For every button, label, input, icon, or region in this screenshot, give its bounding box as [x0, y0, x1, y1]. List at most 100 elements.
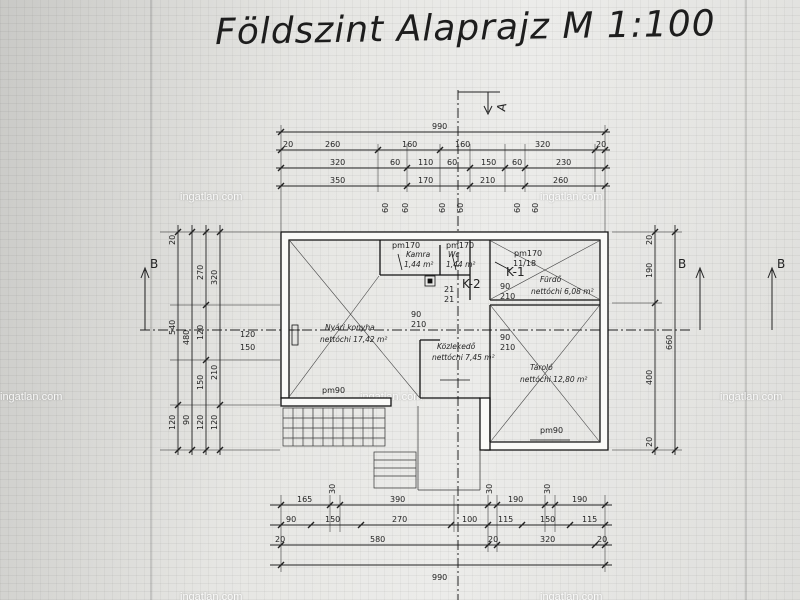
door-h-b: 210: [500, 292, 515, 301]
section-a-label: A: [494, 101, 509, 112]
dim-top-r2-1: 60: [390, 158, 400, 167]
dim-bot-r1-4: 190: [508, 495, 523, 504]
room-kamra-name: Kamra: [406, 250, 431, 259]
dim-bot-r1-5: 30: [543, 484, 552, 494]
dim-left-inner-0: 270: [196, 265, 205, 280]
wc-sub: 11/18: [513, 259, 536, 268]
dim-win-3: 60: [456, 203, 465, 213]
dim-top-r3-2: 210: [480, 176, 495, 185]
paper-fold: [745, 0, 747, 600]
dim-top-r2-6: 230: [556, 158, 571, 167]
watermark: ingatlan.com: [540, 191, 603, 203]
dim-bot-r2-6: 115: [582, 515, 597, 524]
dim-top-r3-1: 170: [418, 176, 433, 185]
watermark: ingatlan.com: [540, 591, 603, 600]
dim-top-r1-0: 20: [283, 140, 293, 149]
room-nyari-name: Nyári konyha: [325, 323, 375, 332]
dim-right-1: 190: [645, 263, 654, 278]
dim-right-2: 660: [665, 335, 674, 350]
dim-top-r3-3: 260: [553, 176, 568, 185]
section-b-label-far: B: [777, 257, 785, 271]
pm90-nyari: pm90: [322, 386, 345, 395]
dim-left-outer-2: 120: [168, 415, 177, 430]
section-k2-label: K-2: [462, 277, 481, 291]
dim-bot-r1-2: 390: [390, 495, 405, 504]
room-furdo-area: nettóchi 6,08 m²: [531, 287, 594, 296]
dim-left-inner-1: 120: [196, 325, 205, 340]
dim-left-label-0: 120: [240, 330, 255, 339]
dim-top-r2-2: 110: [418, 158, 433, 167]
dim-win-2: 60: [438, 203, 447, 213]
dim-top-r1-4: 320: [535, 140, 550, 149]
watermark: ingatlan.com: [0, 391, 63, 403]
dim-top-r2-5: 60: [512, 158, 522, 167]
dim-left-label-1: 150: [240, 343, 255, 352]
room-nyari-area: nettóchi 17,42 m²: [320, 335, 387, 344]
dim-left-inner-3: 120: [196, 415, 205, 430]
dim-win-5: 60: [531, 203, 540, 213]
room-tarolo-area: nettóchi 12,80 m²: [520, 375, 587, 384]
dim-bot-r3-3: 320: [540, 535, 555, 544]
section-k1-label: K-1: [506, 265, 525, 279]
dim-bot-r2-5: 150: [540, 515, 555, 524]
dim-left-outer-1: 540: [168, 320, 177, 335]
watermark: ingatlan.com: [720, 391, 783, 403]
dim-top-r3-0: 350: [330, 176, 345, 185]
dim-bot-r3-1: 580: [370, 535, 385, 544]
dim-bot-r2-0: 90: [286, 515, 296, 524]
door-21-b: 21: [444, 295, 454, 304]
room-wc-area: 1,44 m²: [446, 260, 475, 269]
dim-bot-r2-1: 150: [325, 515, 340, 524]
section-b-label-right: B: [678, 257, 686, 271]
dim-left-innermost-2: 120: [210, 415, 219, 430]
dim-top-r1-3: 160: [455, 140, 470, 149]
dim-right-4: 20: [645, 437, 654, 447]
room-kozlekedo-name: Közlekedő: [437, 342, 476, 351]
dim-left-mid-1: 90: [182, 415, 191, 425]
dim-top-r1-2: 160: [402, 140, 417, 149]
dim-top-r1-1: 260: [325, 140, 340, 149]
pm-wc: pm170: [446, 241, 474, 250]
watermark: ingatlan.com: [180, 191, 243, 203]
dim-top-r2-3: 60: [447, 158, 457, 167]
dim-bot-r3-0: 20: [275, 535, 285, 544]
watermark: ingatlan.com: [180, 591, 243, 600]
dim-bot-r3-2: 20: [488, 535, 498, 544]
dim-bot-total: 990: [432, 573, 447, 582]
dim-bot-r1-6: 190: [572, 495, 587, 504]
dim-bot-r1-0: 165: [297, 495, 312, 504]
dim-left-inner-2: 150: [196, 375, 205, 390]
dim-bot-r1-1: 30: [328, 484, 337, 494]
dim-bot-r2-4: 115: [498, 515, 513, 524]
door-h-a: 210: [411, 320, 426, 329]
door-21-a: 21: [444, 285, 454, 294]
room-wc-name: Wc: [448, 250, 460, 259]
dim-win-1: 60: [401, 203, 410, 213]
dim-bot-r1-3: 30: [485, 484, 494, 494]
dim-right-0: 20: [645, 235, 654, 245]
paper-fold: [150, 0, 152, 600]
room-furdo-name: Fürdő: [540, 275, 562, 284]
dim-top-r2-4: 150: [481, 158, 496, 167]
dim-left-innermost-1: 210: [210, 365, 219, 380]
dim-bot-r3-4: 20: [597, 535, 607, 544]
dim-win-4: 60: [513, 203, 522, 213]
dim-win-0: 60: [381, 203, 390, 213]
dim-left-outer-0: 20: [168, 235, 177, 245]
dim-top-r1-5: 20: [596, 140, 606, 149]
room-kozlekedo-area: nettóchi 7,45 m²: [432, 353, 495, 362]
door-w-b: 90: [500, 282, 510, 291]
dim-left-mid-0: 480: [182, 330, 191, 345]
pm-kamra: pm170: [392, 241, 420, 250]
section-b-label-left: B: [150, 257, 158, 271]
pm-furdo: pm170: [514, 249, 542, 258]
room-kamra-area: 1,44 m²: [404, 260, 433, 269]
dim-bot-r2-3: 100: [462, 515, 477, 524]
pm90-tarolo: pm90: [540, 426, 563, 435]
dim-top-r2-0: 320: [330, 158, 345, 167]
dim-top-total: 990: [432, 122, 447, 131]
door-w-a: 90: [411, 310, 421, 319]
dim-left-innermost-0: 320: [210, 270, 219, 285]
